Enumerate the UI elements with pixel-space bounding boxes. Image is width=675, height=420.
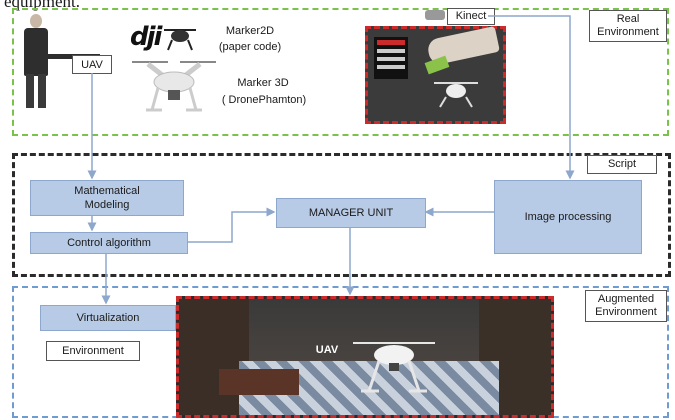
table-object	[219, 369, 299, 395]
small-drone-icon	[164, 29, 196, 51]
environment-box: Environment	[46, 341, 140, 361]
arrow-kinect-to-imageproc	[488, 15, 575, 180]
marker3d-title: Marker 3D	[237, 77, 289, 89]
manager-unit-box: MANAGER UNIT	[276, 198, 426, 228]
script-label: Script	[587, 155, 657, 174]
augmented-environment-label: Augmented Environment	[585, 290, 667, 322]
display-drone-icon	[434, 82, 478, 108]
virtual-drone-icon	[353, 342, 435, 393]
marker3d-subtitle: ( DronePhamton)	[221, 94, 307, 106]
image-processing-box: Image processing	[494, 180, 642, 254]
mathematical-modeling-box: Mathematical Modeling	[30, 180, 184, 216]
arrow-control-to-manager	[187, 207, 276, 243]
virtualization-box: Virtualization	[40, 305, 176, 331]
person-figure	[16, 14, 106, 124]
control-algorithm-box: Control algorithm	[30, 232, 188, 254]
kinect-sensor-icon	[425, 10, 445, 20]
scene-uav-label: UAV	[315, 344, 339, 356]
script-region	[12, 153, 671, 277]
figure-caption: equipment.	[4, 0, 81, 11]
kinect-display	[365, 26, 506, 124]
dji-logo: dji	[130, 22, 162, 52]
marker2d-subtitle: (paper code)	[218, 41, 282, 53]
display-menu-panel	[374, 37, 408, 79]
bookshelf-left	[179, 299, 249, 415]
augmented-scene-image: UAV	[176, 296, 554, 418]
phantom-drone-icon	[132, 61, 216, 112]
marker2d-title: Marker2D	[225, 25, 275, 37]
real-environment-region	[12, 8, 669, 136]
kinect-label: Kinect	[447, 8, 495, 25]
real-environment-label: Real Environment	[589, 10, 667, 42]
